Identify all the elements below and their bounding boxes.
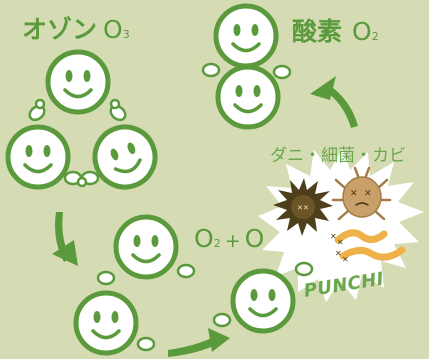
ozone-top-atom [25,52,130,124]
svg-text:✕: ✕ [364,189,372,199]
oxygen-subscript: 2 [371,30,379,43]
split-o2-symbol: O [194,224,214,253]
arrow-ozone-to-split [52,212,78,266]
ozone-bonds [34,98,121,188]
svg-text:✕: ✕ [335,249,342,258]
svg-text:✕: ✕ [330,232,337,241]
split-label: O2+O [194,224,264,253]
oxygen-name: 酸素 [292,17,343,46]
split-o2-subscript: 2 [213,237,221,250]
oxygen-symbol: O [352,17,372,46]
oxygen-lower-atom [201,62,292,127]
split-o2-upper-atom [116,217,196,277]
split-o-symbol: O [244,224,265,253]
split-plus: + [224,230,241,252]
svg-text:✕: ✕ [350,189,358,199]
split-o2-lower-atom [76,270,156,353]
split-o-atom [212,261,314,331]
svg-text:✕: ✕ [297,204,303,212]
germs-label: ダニ・細菌・カビ [270,146,406,166]
arrow-punch-to-oxygen [310,76,358,128]
ozone-right-atom [80,124,158,190]
ozone-symbol: O [103,15,123,44]
arrow-split-to-punch [168,328,230,357]
ozone-left-atom [8,127,83,187]
oxygen-upper-atom [216,6,276,66]
oxygen-label: 酸素 O2 [292,12,379,48]
svg-text:✕: ✕ [342,255,349,264]
dust-mite-icon: ✕ ✕ [331,166,392,221]
ozone-subscript: 3 [122,28,130,41]
bacterium-icon: ✕ ✕ [273,178,333,236]
ozone-name: オゾン [22,15,98,44]
svg-text:✕: ✕ [303,204,309,212]
mold-icon: ✕ ✕ ✕ ✕ [330,229,406,264]
svg-text:✕: ✕ [337,238,344,247]
